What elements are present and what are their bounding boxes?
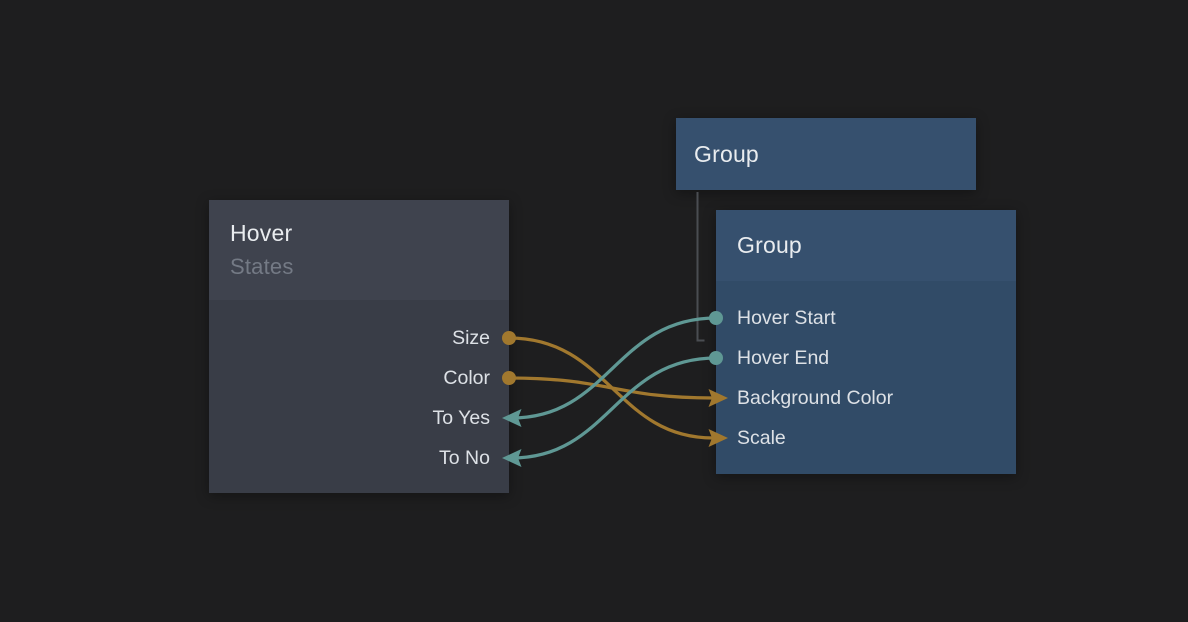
node-group-expanded[interactable]: Group Hover Start Hover End Background C… <box>716 210 1016 474</box>
port-scale[interactable]: Scale <box>716 418 1016 458</box>
port-to-no-label: To No <box>439 447 490 469</box>
node-group-header[interactable]: Group <box>716 210 1016 281</box>
node-group-collapsed[interactable]: Group <box>676 118 976 190</box>
wire-size-to-scale[interactable] <box>508 336 714 440</box>
node-hover-states[interactable]: Hover States Size Color To Yes To No <box>209 200 509 493</box>
port-color[interactable]: Color <box>209 358 509 398</box>
port-to-yes[interactable]: To Yes <box>209 398 509 438</box>
port-hover-end[interactable]: Hover End <box>716 338 1016 378</box>
node-subtitle: States <box>230 254 294 279</box>
node-title: Group <box>737 232 802 258</box>
wire-group-hierarchy[interactable] <box>696 192 705 342</box>
node-title: Group <box>694 140 759 167</box>
node-hover-header[interactable]: Hover States <box>209 200 509 300</box>
port-size[interactable]: Size <box>209 318 509 358</box>
port-size-label: Size <box>452 327 490 349</box>
port-hover-start[interactable]: Hover Start <box>716 298 1016 338</box>
port-background-color[interactable]: Background Color <box>716 378 1016 418</box>
wire-color-to-background-color[interactable] <box>508 376 714 400</box>
port-to-no[interactable]: To No <box>209 438 509 478</box>
port-to-yes-label: To Yes <box>432 407 490 429</box>
port-hover-start-label: Hover Start <box>737 307 836 329</box>
node-title: Hover <box>230 220 293 246</box>
wire-hover-start-to-to-yes[interactable] <box>511 316 717 420</box>
port-hover-end-label: Hover End <box>737 347 830 369</box>
port-background-color-label: Background Color <box>737 387 894 409</box>
wire-hover-end-to-to-no[interactable] <box>511 356 717 460</box>
port-scale-label: Scale <box>737 427 786 449</box>
port-color-label: Color <box>443 367 490 389</box>
